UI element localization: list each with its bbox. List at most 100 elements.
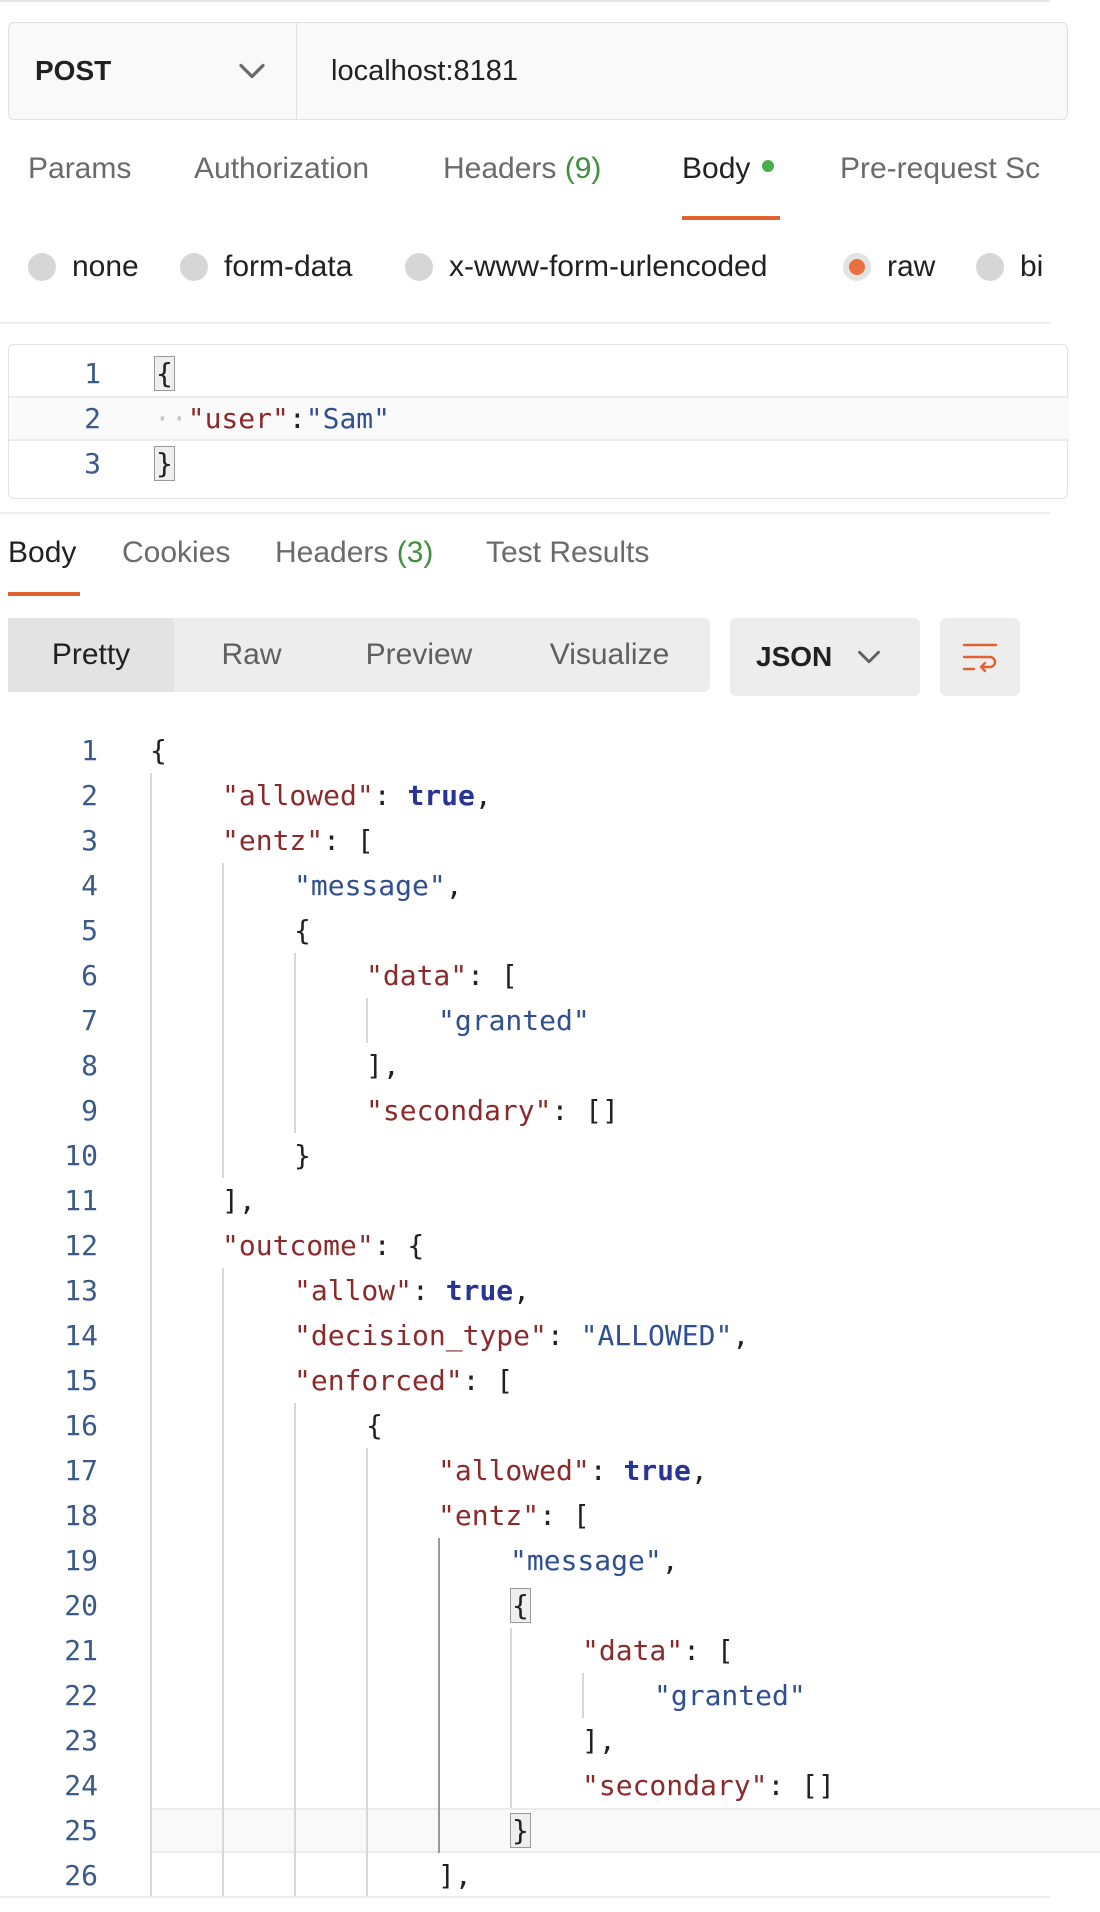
editor-code: { [154, 351, 175, 396]
response-body[interactable]: 1{2"allowed": true,3"entz": [4"message",… [0, 724, 1100, 1898]
response-line: 11], [0, 1178, 1100, 1223]
format-select[interactable]: JSON [730, 618, 920, 696]
response-tab-cookies[interactable]: Cookies [122, 536, 230, 570]
response-code: "secondary": [] [366, 1088, 619, 1133]
response-line: 22 "granted" [0, 1673, 1100, 1718]
response-line: 21"data": [ [0, 1628, 1100, 1673]
response-code: "decision_type": "ALLOWED", [294, 1313, 749, 1358]
json-punctuation: : [412, 1274, 446, 1307]
json-punctuation: ], [222, 1184, 256, 1217]
response-line: 12"outcome": { [0, 1223, 1100, 1268]
radio-label: x-www-form-urlencoded [449, 250, 768, 283]
view-mode-raw[interactable]: Raw [221, 638, 282, 671]
chevron-down-icon [858, 650, 881, 664]
line-number: 8 [81, 1049, 98, 1082]
response-line: 18"entz": [ [0, 1493, 1100, 1538]
format-label: JSON [756, 641, 833, 672]
line-number: 2 [81, 779, 98, 812]
json-punctuation: , [474, 779, 492, 812]
active-tab-underline [682, 216, 780, 220]
tab-label: Headers [275, 536, 389, 569]
tab-headers[interactable]: Headers (9) [443, 152, 601, 186]
view-mode-visualize[interactable]: Visualize [549, 638, 670, 671]
response-code: "secondary": [] [582, 1763, 835, 1808]
indent-guide [366, 998, 368, 1043]
json-punctuation: : [] [767, 1769, 835, 1802]
json-boolean: true [623, 1454, 691, 1487]
response-code: ], [366, 1043, 400, 1088]
tab-label: Body [682, 152, 751, 185]
radio-circle-icon [405, 253, 433, 281]
tab-body[interactable]: Body [682, 152, 775, 186]
json-string: "ALLOWED" [580, 1319, 733, 1352]
url-input[interactable]: localhost:8181 [331, 54, 519, 87]
json-key: "entz" [222, 824, 324, 857]
radio-x-www-form-urlencoded[interactable]: x-www-form-urlencoded [405, 250, 767, 284]
response-line: 3"entz": [ [0, 818, 1100, 863]
response-line: 20{ [0, 1583, 1100, 1628]
line-number: 21 [64, 1634, 98, 1667]
response-line: 24"secondary": [] [0, 1763, 1100, 1808]
tab-label: Body [8, 536, 77, 569]
request-body-editor[interactable]: 1 { 2 ··"user":"Sam" 3 } [8, 344, 1069, 499]
headers-count: (9) [564, 152, 602, 185]
method-select[interactable]: POST [9, 23, 297, 119]
json-punctuation: : [589, 1454, 624, 1487]
line-number: 16 [64, 1409, 98, 1442]
line-number: 25 [64, 1814, 98, 1847]
radio-form-data[interactable]: form-data [180, 250, 352, 284]
tab-pre-request-script[interactable]: Pre-request Sc [840, 152, 1040, 186]
radio-none[interactable]: none [28, 250, 139, 284]
line-number: 5 [81, 914, 98, 947]
line-number: 26 [64, 1859, 98, 1892]
response-line: 15"enforced": [ [0, 1358, 1100, 1403]
response-line: 17"allowed": true, [0, 1448, 1100, 1493]
line-number: 11 [64, 1184, 98, 1217]
wrap-lines-button[interactable] [940, 618, 1020, 696]
response-line: 1{ [0, 728, 1100, 773]
response-tab-test-results[interactable]: Test Results [486, 536, 649, 570]
response-line: 14 "decision_type": "ALLOWED", [0, 1313, 1100, 1358]
json-key: "allowed" [222, 779, 374, 812]
radio-binary[interactable]: bi [976, 250, 1043, 284]
tab-label: Test Results [486, 536, 650, 569]
indent-guide [294, 953, 296, 1133]
json-punctuation: ], [366, 1049, 400, 1082]
current-line-highlight [150, 1808, 1100, 1853]
json-punctuation: { [366, 1409, 383, 1442]
radio-circle-icon [28, 253, 56, 281]
response-line: 19"message", [0, 1538, 1100, 1583]
tab-label: Params [28, 152, 132, 185]
json-punctuation: : [546, 1319, 581, 1352]
response-code: { [366, 1403, 383, 1448]
json-string: "granted" [654, 1679, 806, 1712]
tab-authorization[interactable]: Authorization [194, 152, 369, 186]
tab-params[interactable]: Params [28, 152, 131, 186]
wrap-lines-icon [962, 643, 998, 673]
matched-brace: } [154, 446, 175, 481]
response-line: 25} [0, 1808, 1100, 1853]
json-key: "secondary" [366, 1094, 552, 1127]
method-label: POST [35, 55, 112, 86]
view-mode-pretty[interactable]: Pretty [8, 618, 174, 692]
line-number: 2 [84, 402, 101, 435]
response-code: "allow": true, [294, 1268, 530, 1313]
response-code: "allowed": true, [438, 1448, 708, 1493]
editor-code: } [154, 441, 175, 486]
json-punctuation: ], [438, 1859, 472, 1892]
line-number: 22 [64, 1679, 98, 1712]
response-line: 9"secondary": [] [0, 1088, 1100, 1133]
editor-code: ··"user":"Sam" [154, 398, 390, 439]
radio-label: bi [1020, 250, 1044, 283]
indent-guide [222, 863, 224, 1178]
response-tab-headers[interactable]: Headers (3) [275, 536, 433, 570]
response-code: "message", [510, 1538, 679, 1583]
tab-label: Pre-request Sc [840, 152, 1041, 185]
matched-brace: { [154, 356, 175, 391]
view-mode-preview[interactable]: Preview [365, 638, 473, 671]
line-number: 1 [84, 357, 101, 390]
response-line: 7"granted" [0, 998, 1100, 1043]
line-number: 14 [64, 1319, 98, 1352]
radio-raw[interactable]: raw [843, 250, 935, 284]
response-tab-body[interactable]: Body [8, 536, 76, 570]
